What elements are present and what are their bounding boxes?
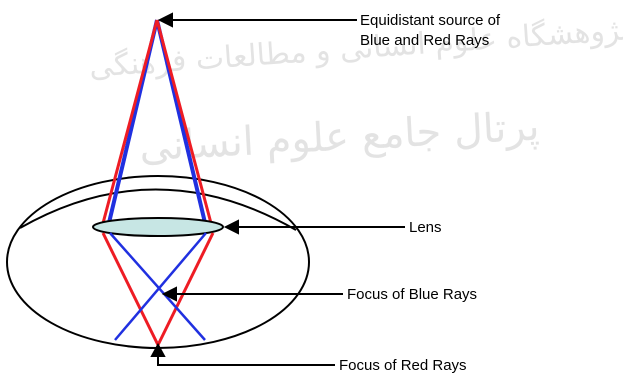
red-focus-pointer-line <box>157 354 335 366</box>
red-ray-left <box>100 19 159 228</box>
blue-focus-arrowhead-icon <box>161 286 177 302</box>
lens <box>92 217 224 237</box>
blue-refracted-right <box>114 232 207 341</box>
source-arrowhead-icon <box>157 12 173 28</box>
red-refracted-left <box>101 232 160 346</box>
red-focus-arrowhead-icon <box>150 342 166 357</box>
lens-arrowhead-icon <box>223 219 239 235</box>
eye-shape <box>6 175 310 349</box>
red-ray-right <box>155 19 214 228</box>
rays <box>100 19 214 228</box>
source-label-line2: Blue and Red Rays <box>360 32 489 49</box>
watermark-line2: پرتال جامع علوم انسانی <box>138 104 540 171</box>
blue-refracted-left <box>109 232 206 341</box>
eye-outline <box>6 175 310 349</box>
refracted-rays <box>101 232 215 346</box>
eye-upper-curve <box>19 188 297 231</box>
source-label-line1: Equidistant source of <box>360 12 501 29</box>
pointer-arrows <box>150 12 405 366</box>
lens-label: Lens <box>409 219 442 236</box>
blue-focus-label: Focus of Blue Rays <box>347 286 477 303</box>
labels: Equidistant source of Blue and Red Rays … <box>339 12 501 374</box>
red-focus-label: Focus of Red Rays <box>339 357 467 374</box>
watermark: پژوهشگاه علوم انسانی و مطالعات فرهنگی پر… <box>88 12 623 170</box>
red-refracted-right <box>156 232 215 346</box>
